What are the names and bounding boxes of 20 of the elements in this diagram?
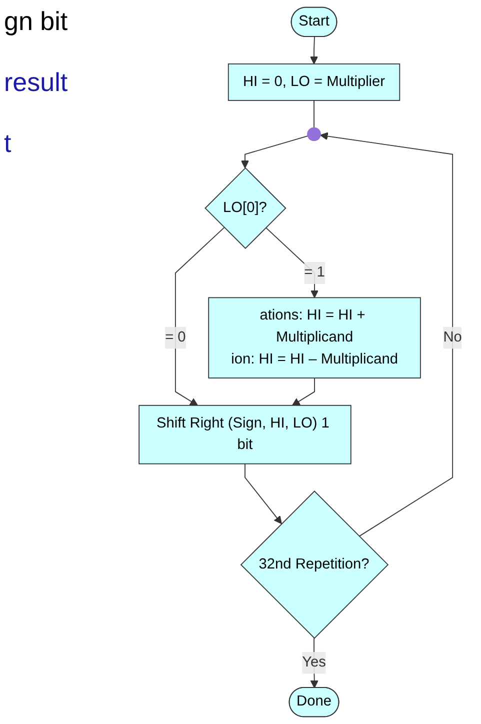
edge-label: = 1: [304, 264, 325, 280]
arrow: [292, 378, 315, 406]
slide-text: t: [4, 128, 12, 159]
edge-label: No: [443, 330, 462, 346]
node-diamond: LO[0]?: [204, 167, 286, 249]
slide-text: result: [4, 67, 68, 98]
arrow: [244, 463, 282, 524]
edge-label: = 0: [165, 330, 186, 346]
node-box: ations: HI = HI + Multiplicand ion: HI = HI – Multiplicand: [208, 297, 421, 378]
arrow: [320, 132, 454, 537]
node-box: Shift Right (Sign, HI, LO) 1 bit: [138, 404, 352, 464]
arrow: [240, 136, 308, 168]
arrow: [174, 227, 225, 406]
slide-text: gn bit: [4, 6, 68, 37]
node-box: HI = 0, LO = Multiplier: [228, 63, 400, 101]
arrow: [310, 638, 318, 688]
node-diamond: 32nd Repetition?: [240, 490, 389, 639]
edge-label: Yes: [302, 654, 326, 670]
arrow: [265, 227, 319, 298]
arrow: [310, 36, 318, 64]
